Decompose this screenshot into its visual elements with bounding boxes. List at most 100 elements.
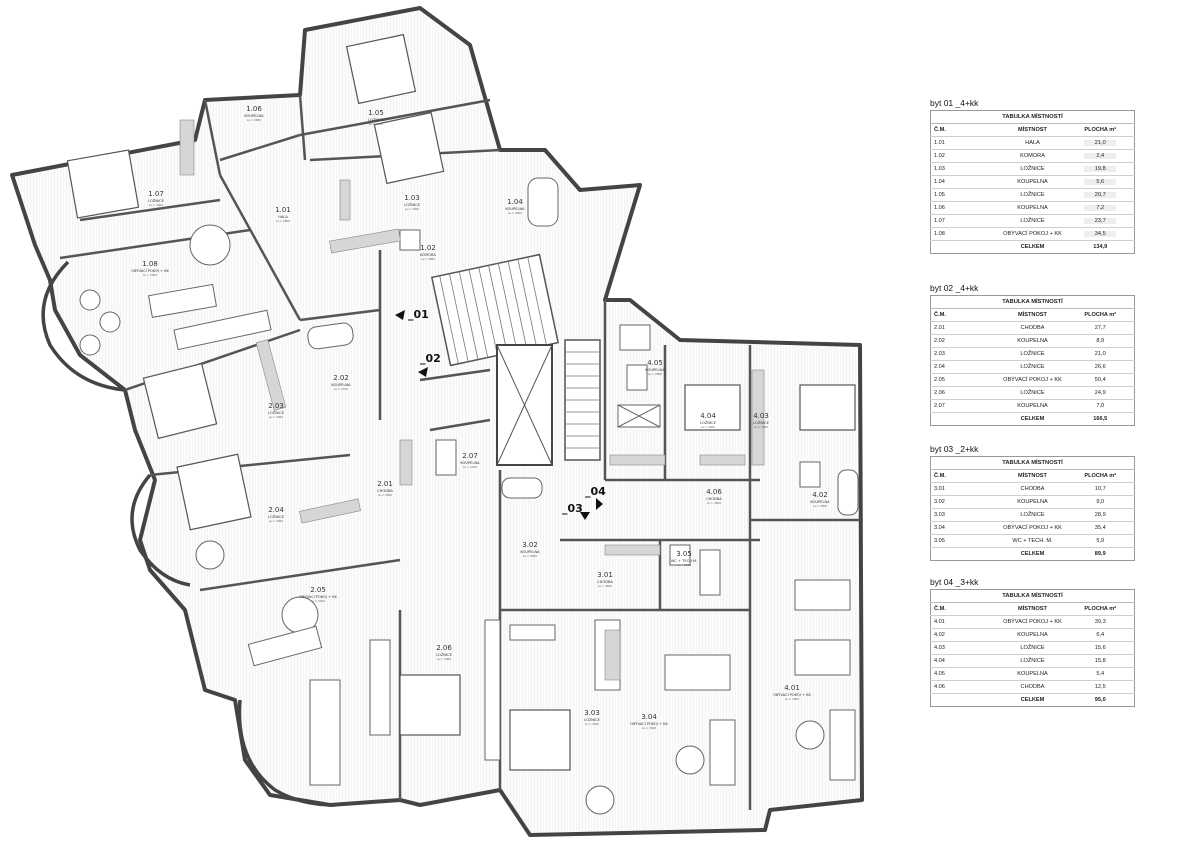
svg-text:sv.= 2700: sv.= 2700 <box>334 387 348 391</box>
svg-text:HALA: HALA <box>278 215 288 219</box>
entrance-label-03: _03 <box>562 502 583 515</box>
table-caption: TABULKA MÍSTNOSTÍ <box>930 110 1135 124</box>
table-caption: TABULKA MÍSTNOSTÍ <box>930 295 1135 309</box>
svg-text:2.05: 2.05 <box>310 586 326 594</box>
svg-text:2.06: 2.06 <box>436 644 452 652</box>
svg-text:3.05: 3.05 <box>676 550 692 558</box>
furniture-living <box>79 224 856 815</box>
svg-text:sv.= 2800: sv.= 2800 <box>648 372 662 376</box>
svg-text:LOŽNICE: LOŽNICE <box>404 202 420 207</box>
bay-window-1 <box>41 260 126 392</box>
svg-text:LOŽNICE: LOŽNICE <box>700 420 716 425</box>
svg-text:sv.= 2800: sv.= 2800 <box>276 219 290 223</box>
svg-text:2.07: 2.07 <box>462 452 478 460</box>
svg-text:KOUPELNA: KOUPELNA <box>244 114 264 118</box>
schedule-title: byt 01 _4+kk <box>930 98 979 108</box>
elevator-shaft <box>496 344 553 466</box>
col-header-area: PLOCHA m² <box>1066 469 1135 483</box>
schedule-byt-04: byt 04 _3+kk TABULKA MÍSTNOSTÍ Č.M.MÍSTN… <box>930 575 1170 707</box>
svg-text:sv.= 2800: sv.= 2800 <box>677 563 691 567</box>
svg-text:LOŽNICE: LOŽNICE <box>268 514 284 519</box>
svg-text:1.02: 1.02 <box>420 244 436 252</box>
svg-text:3.02: 3.02 <box>522 541 538 549</box>
svg-text:LOŽNICE: LOŽNICE <box>584 717 600 722</box>
svg-text:4.03: 4.03 <box>753 412 769 420</box>
svg-text:sv.= 2800: sv.= 2800 <box>523 554 537 558</box>
wardrobes <box>179 119 765 681</box>
entrance-label-04: _04 <box>585 485 606 498</box>
schedule-byt-02: byt 02 _4+kk TABULKA MÍSTNOSTÍ Č.M.MÍSTN… <box>930 281 1170 426</box>
svg-text:sv.= 2800: sv.= 2800 <box>247 118 261 122</box>
svg-text:3.01: 3.01 <box>597 571 613 579</box>
svg-text:sv.= 3000: sv.= 3000 <box>701 425 715 429</box>
col-header-area: PLOCHA m² <box>1066 602 1135 616</box>
svg-text:4.04: 4.04 <box>700 412 716 420</box>
svg-text:KOUPELNA: KOUPELNA <box>810 500 830 504</box>
svg-text:sv.= 2800: sv.= 2800 <box>378 493 392 497</box>
svg-text:1.03: 1.03 <box>404 194 420 202</box>
schedule-byt-03: byt 03 _2+kk TABULKA MÍSTNOSTÍ Č.M.MÍSTN… <box>930 442 1170 561</box>
svg-text:3.04: 3.04 <box>641 713 657 721</box>
svg-text:1.07: 1.07 <box>148 190 164 198</box>
svg-text:1.01: 1.01 <box>275 206 291 214</box>
schedule-title: byt 02 _4+kk <box>930 283 979 293</box>
svg-text:OBÝVACÍ POKOJ + KK: OBÝVACÍ POKOJ + KK <box>630 721 668 726</box>
svg-text:2.04: 2.04 <box>268 506 284 514</box>
svg-text:1.05: 1.05 <box>368 109 384 117</box>
col-header-cm: Č.M. <box>930 469 999 483</box>
svg-text:sv.= 3000: sv.= 3000 <box>642 726 656 730</box>
svg-text:KOUPELNA: KOUPELNA <box>645 368 665 372</box>
svg-text:sv.= 2700: sv.= 2700 <box>463 465 477 469</box>
svg-text:sv.= 3000: sv.= 3000 <box>311 599 325 603</box>
entrance-label-02: _02 <box>420 352 441 365</box>
col-header-room: MÍSTNOST <box>998 308 1067 322</box>
col-header-room: MÍSTNOST <box>998 602 1067 616</box>
svg-text:1.08: 1.08 <box>142 260 158 268</box>
col-header-area: PLOCHA m² <box>1066 308 1135 322</box>
svg-text:sv.= 3000: sv.= 3000 <box>785 697 799 701</box>
svg-text:LOŽNICE: LOŽNICE <box>148 198 164 203</box>
svg-text:4.01: 4.01 <box>784 684 800 692</box>
svg-text:CHODBA: CHODBA <box>377 489 393 493</box>
svg-text:CHODBA: CHODBA <box>597 580 613 584</box>
svg-text:4.06: 4.06 <box>706 488 722 496</box>
entrance-arrows <box>395 310 603 520</box>
svg-text:sv.= 2800: sv.= 2800 <box>707 501 721 505</box>
schedule-byt-01: byt 01 _4+kk TABULKA MÍSTNOSTÍ Č.M.MÍSTN… <box>930 96 1170 254</box>
svg-text:LOŽNICE: LOŽNICE <box>268 410 284 415</box>
svg-text:OBÝVACÍ POKOJ + KK: OBÝVACÍ POKOJ + KK <box>131 268 169 273</box>
svg-text:KOUPELNA: KOUPELNA <box>505 207 525 211</box>
svg-text:sv.= 2800: sv.= 2800 <box>508 211 522 215</box>
svg-text:sv.= 3000: sv.= 3000 <box>405 207 419 211</box>
